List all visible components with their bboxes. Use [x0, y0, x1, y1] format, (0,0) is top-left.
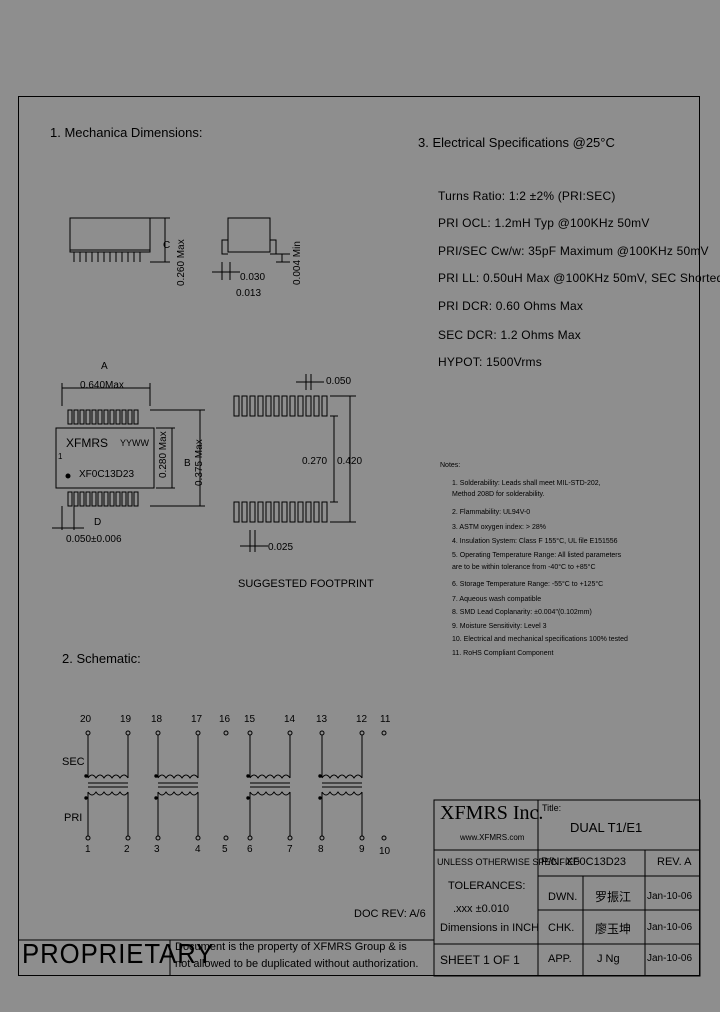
- note-item: 8. SMD Lead Coplanarity: ±0.004"(0.102mm…: [452, 609, 592, 616]
- pin-top: 16: [219, 714, 231, 725]
- part-number: P/N: XF0C13D23: [541, 856, 626, 868]
- spec-line: Turns Ratio: 1:2 ±2% (PRI:SEC): [438, 189, 616, 203]
- pin-top: 15: [244, 714, 256, 725]
- pin-top: 13: [316, 714, 328, 725]
- dwn-label: DWN.: [548, 891, 578, 903]
- unless-specified: UNLESS OTHERWISE SPECIFIED: [437, 857, 580, 867]
- proprietary-text-2: not allowed to be duplicated without aut…: [175, 958, 419, 970]
- note-item: 3. ASTM oxygen index: > 28%: [452, 524, 546, 531]
- note-item: 9. Moisture Sensitivity: Level 3: [452, 623, 547, 630]
- pin-top: 11: [380, 714, 391, 725]
- section3-title: 3. Electrical Specifications @25°C: [418, 135, 615, 150]
- footprint-label: SUGGESTED FOOTPRINT: [238, 578, 374, 590]
- title-value: DUAL T1/E1: [570, 820, 643, 835]
- tolerance-value: .xxx ±0.010: [453, 903, 510, 915]
- chk-name: 廖玉坤: [595, 922, 632, 936]
- tolerances-label: TOLERANCES:: [448, 880, 526, 892]
- app-label: APP.: [548, 953, 572, 965]
- pin-top: 12: [356, 714, 368, 725]
- spec-line: PRI LL: 0.50uH Max @100KHz 50mV, SEC Sho…: [438, 271, 720, 285]
- dim-030: 0.030: [240, 272, 266, 283]
- note-item: 1. Solderability: Leads shall meet MIL-S…: [452, 480, 601, 487]
- component-datecode: YYWW: [120, 438, 149, 448]
- app-name: J Ng: [597, 953, 620, 965]
- note-item: 5. Operating Temperature Range: All list…: [452, 552, 622, 559]
- note-item: 6. Storage Temperature Range: -55°C to +…: [452, 581, 604, 588]
- pin-top: 14: [284, 714, 296, 725]
- proprietary-text-1: Document is the property of XFMRS Group …: [175, 941, 407, 953]
- pin-top: 17: [191, 714, 203, 725]
- dim-a-label: A: [101, 361, 108, 372]
- dim-b-value: 0.280 Max: [158, 431, 169, 478]
- note-item: 11. RoHS Compliant Component: [452, 650, 554, 657]
- pin-top: 20: [80, 714, 92, 725]
- dimensions-unit: Dimensions in INCH: [440, 922, 540, 934]
- dim-c-value: 0.260 Max: [176, 239, 187, 286]
- footprint-050: 0.050: [326, 376, 352, 387]
- drawing-frame: [18, 96, 700, 976]
- note-item: 2. Flammability: UL94V-0: [452, 509, 531, 516]
- dwn-date: Jan-10-06: [647, 891, 693, 902]
- dim-b2-value: 0.375 Max: [194, 439, 205, 486]
- note-item: are to be within tolerance from -40°C to…: [452, 564, 596, 571]
- spec-line: HYPOT: 1500Vrms: [438, 355, 542, 369]
- chk-date: Jan-10-06: [647, 922, 693, 933]
- dim-min-value: 0.004 Min: [292, 241, 303, 285]
- company-name: XFMRS Inc.: [440, 802, 544, 824]
- dim-b-label: B: [184, 458, 191, 469]
- section2-title: 2. Schematic:: [62, 651, 141, 666]
- chk-label: CHK.: [548, 922, 575, 934]
- section1-title: 1. Mechanica Dimensions:: [50, 125, 203, 140]
- doc-rev: DOC REV: A/6: [354, 908, 426, 920]
- component-pin1: 1: [58, 452, 63, 461]
- pin-top: 19: [120, 714, 132, 725]
- note-item: 7. Aqueous wash compatible: [452, 596, 542, 603]
- company-web: www.XFMRS.com: [460, 833, 525, 842]
- pri-label: PRI: [64, 812, 83, 824]
- component-part: XF0C13D23: [79, 469, 135, 480]
- spec-line: SEC DCR: 1.2 Ohms Max: [438, 328, 581, 342]
- spec-line: PRI/SEC Cw/w: 35pF Maximum @100KHz 50mV: [438, 244, 709, 258]
- dim-a-value: 0.640Max: [80, 380, 124, 391]
- title-label: Title:: [542, 803, 562, 813]
- footprint-420: 0.420: [337, 456, 363, 467]
- pin-bottom: 8: [318, 844, 324, 855]
- dim-d-label: D: [94, 517, 102, 528]
- pin-bottom: 9: [359, 844, 365, 855]
- pin-bottom: 4: [195, 844, 201, 855]
- sec-label: SEC: [62, 756, 85, 768]
- note-item: Method 208D for solderability.: [452, 491, 545, 498]
- spec-line: PRI DCR: 0.60 Ohms Max: [438, 299, 584, 313]
- revision: REV. A: [657, 856, 692, 868]
- pin-bottom: 7: [287, 844, 293, 855]
- footprint-270: 0.270: [302, 456, 328, 467]
- component-brand: XFMRS: [66, 436, 108, 450]
- pin-bottom: 2: [124, 844, 130, 855]
- pin-bottom: 10: [379, 846, 391, 857]
- note-item: 10. Electrical and mechanical specificat…: [452, 636, 628, 643]
- dim-c-label: C: [163, 240, 171, 251]
- dim-013: 0.013: [236, 288, 262, 299]
- app-date: Jan-10-06: [647, 953, 693, 964]
- proprietary-label: PROPRIETARY: [22, 938, 215, 969]
- pin-top: 18: [151, 714, 163, 725]
- footprint-025: 0.025: [268, 542, 294, 553]
- pin-bottom: 1: [85, 844, 91, 855]
- pin-bottom: 5: [222, 844, 228, 855]
- note-item: 4. Insulation System: Class F 155°C, UL …: [452, 538, 618, 545]
- pin-bottom: 3: [154, 844, 160, 855]
- dim-d-value: 0.050±0.006: [66, 534, 122, 545]
- notes-title: Notes:: [440, 462, 461, 469]
- sheet-number: SHEET 1 OF 1: [440, 953, 520, 967]
- spec-line: PRI OCL: 1.2mH Typ @100KHz 50mV: [438, 216, 650, 230]
- pin-bottom: 6: [247, 844, 253, 855]
- dwn-name: 罗振江: [595, 890, 632, 904]
